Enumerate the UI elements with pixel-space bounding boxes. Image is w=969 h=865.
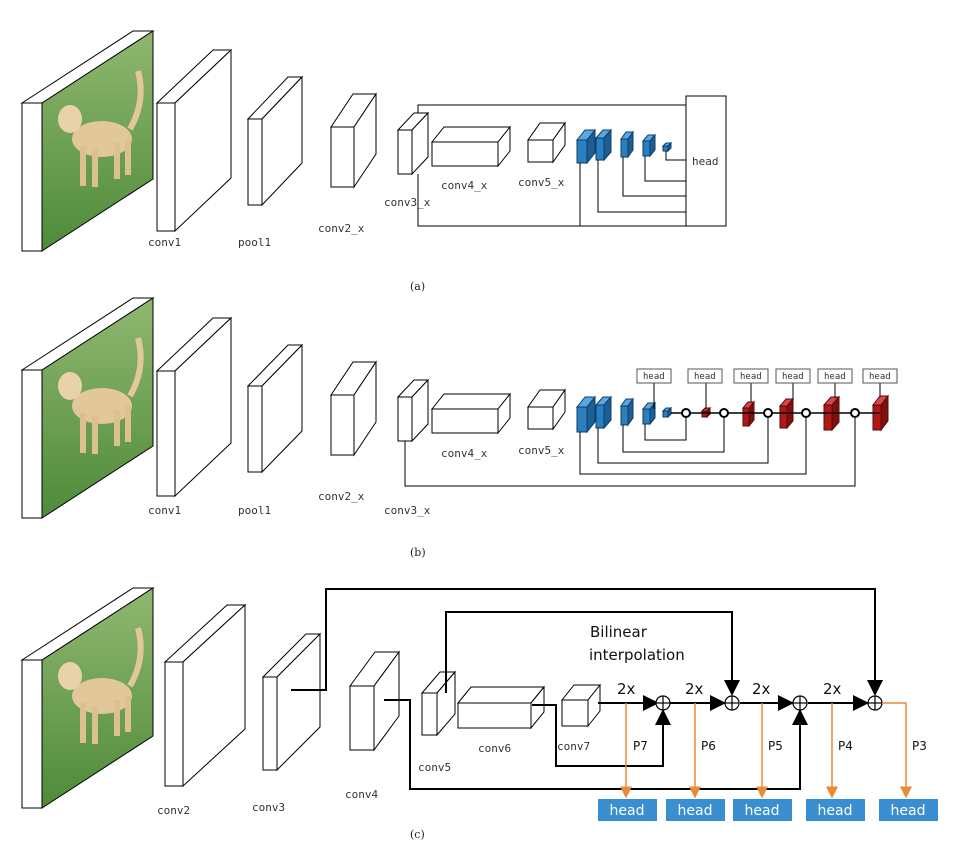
caption-a: (a) [410,280,425,293]
bilinear-label-1: Bilinear [590,623,648,641]
head-label-b6: head [869,372,891,382]
conv1-label-b: conv1 [148,504,181,517]
merge-nodes-b [681,408,860,418]
input-image-b [22,298,153,518]
panel-c: conv2 conv3 conv4 conv5 conv6 [22,588,938,841]
conv3x-label-b: conv3_x [384,504,431,517]
head-label-a: head [692,155,719,168]
conv2x-block [330,92,377,189]
red-layers-b [700,394,890,432]
extra-feature-layers-a [575,128,673,165]
conv5-label-c: conv5 [418,761,451,774]
conv3x-block [396,111,430,176]
upsample-label-2: 2x [685,680,704,698]
head-label-b3: head [740,372,762,382]
conv1-block-b [155,316,233,498]
head-box-p7 [598,799,657,821]
conv4-label-c: conv4 [345,788,378,801]
conv1-label: conv1 [148,236,181,249]
p5-label: P5 [768,739,783,753]
merge-nodes-c [655,695,883,711]
connections-b [404,383,881,487]
pool1-block-b [246,343,304,474]
head-box-p4 [806,799,865,821]
conv5x-label: conv5_x [518,176,565,189]
conv7-block-c [560,683,602,728]
conv4x-label: conv4_x [441,179,488,192]
p4-label: P4 [838,739,853,753]
head-label-b2: head [694,372,716,382]
conv2-block-c [163,603,247,788]
panel-a: conv1 pool1 conv2_x conv3_x conv4_x [22,31,727,293]
p7-label: P7 [633,739,648,753]
p3-label: P3 [912,739,927,753]
head-label-p7: head [610,803,645,819]
head-label-p3: head [891,803,926,819]
conv6-label-c: conv6 [478,742,511,755]
conv3x-block-b [396,378,430,443]
conv4x-block [430,125,512,168]
pool1-label: pool1 [238,236,271,249]
upsample-label-4: 2x [823,680,842,698]
conv5x-block-b [527,388,566,431]
head-label-b1: head [643,372,665,382]
conv2x-label: conv2_x [318,222,365,235]
connections-a [417,104,686,227]
head-box-a [685,95,727,227]
conv3-block-c [261,632,322,772]
bilinear-label-2: interpolation [589,646,685,664]
caption-b: (b) [410,546,426,559]
head-box-p6 [666,799,725,821]
head-label-p4: head [818,803,853,819]
output-arrows-c [620,702,912,799]
head-boxes-c: head head head head head [598,799,938,821]
conv2-label-c: conv2 [157,804,190,817]
conv6-block-c [456,685,546,730]
input-image-c [22,588,153,808]
caption-c: (c) [410,828,425,841]
conv5x-block [527,121,566,164]
p6-label: P6 [701,739,716,753]
head-box-p3 [879,799,938,821]
head-box-p5 [733,799,792,821]
conv2x-block-b [330,360,377,457]
conv3x-label: conv3_x [384,196,431,209]
upsample-label-1: 2x [617,680,636,698]
pool1-block [246,75,304,207]
input-image [22,31,153,251]
head-label-p6: head [678,803,713,819]
head-boxes-b: head head head head head head [636,368,898,384]
conv7-label-c: conv7 [557,740,590,753]
blue-layers-b [575,395,673,434]
conv4x-label-b: conv4_x [441,447,488,460]
conv5x-label-b: conv5_x [518,444,565,457]
head-label-b4: head [782,372,804,382]
panel-b: conv1 pool1 conv2_x conv3_x conv4_x [22,298,898,559]
conv5-block-c [420,670,457,737]
head-label-p5: head [745,803,780,819]
conv2x-label-b: conv2_x [318,490,365,503]
upsample-label-3: 2x [752,680,771,698]
head-label-b5: head [824,372,846,382]
conv4x-block-b [430,392,512,435]
pool1-label-b: pool1 [238,504,271,517]
conv1-block [155,48,233,233]
connections-c [291,588,883,790]
conv3-label-c: conv3 [252,801,285,814]
